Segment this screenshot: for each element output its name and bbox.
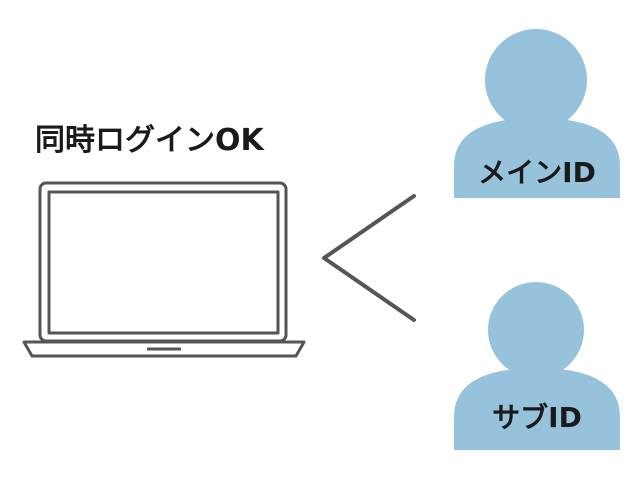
laptop-screen — [47, 190, 280, 335]
user-label-main: メインID — [478, 156, 596, 189]
user-main: メインID — [454, 29, 620, 198]
connector-lines — [322, 194, 416, 322]
person-icon — [454, 29, 620, 198]
user-label-sub: サブID — [492, 401, 582, 434]
laptop-lid — [38, 181, 288, 343]
diagram-title: 同時ログインOK — [35, 123, 266, 158]
user-sub: サブID — [454, 282, 620, 450]
person-icon — [454, 282, 620, 450]
laptop-base — [22, 340, 306, 358]
laptop-icon — [22, 181, 306, 358]
